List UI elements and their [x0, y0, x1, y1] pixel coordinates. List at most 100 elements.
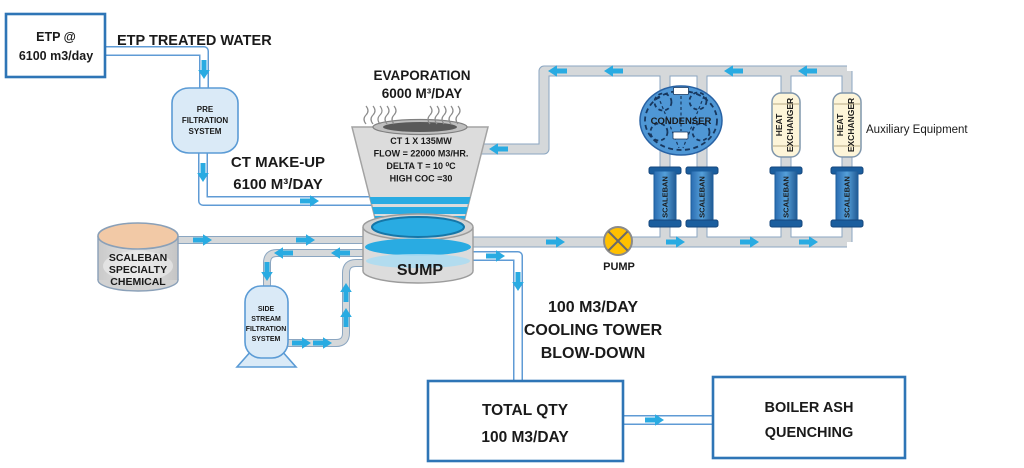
tower-water-stripe-1: [369, 197, 471, 204]
heat-exchanger-2-shell: [832, 92, 862, 158]
condenser-tube-1: [653, 92, 673, 112]
tower-spec-line2: FLOW = 22000 M3/HR.: [374, 149, 469, 159]
sump-tank: SUMP: [362, 213, 474, 284]
etp-source-box: ETP @ 6100 m3/day: [4, 12, 107, 79]
heat-exchanger-1-seams: [773, 103, 799, 147]
scaleban-1-label: SCALEBAN: [661, 176, 670, 218]
blowdown-pipe-core: [472, 252, 522, 382]
evaporation-label-line2: 6000 M³/DAY: [382, 86, 463, 101]
scaleban-4-label: SCALEBAN: [843, 176, 852, 218]
drum-lid: [97, 222, 179, 250]
ct-makeup-label-line1: CT MAKE-UP: [231, 154, 325, 171]
heat-exchanger-2-label-line1: HEAT: [835, 113, 845, 136]
total-qty-box: TOTAL QTY 100 M3/DAY: [426, 379, 625, 463]
ssf-line2: STREAM: [251, 316, 281, 323]
flow-arrow-icon: [261, 262, 273, 281]
pre-filtration-line2: FILTRATION: [182, 116, 229, 125]
scaleban-unit-4: SCALEBAN: [830, 166, 864, 228]
sump-label: SUMP: [397, 262, 444, 279]
scaleban-2-bottom-flange: [685, 219, 719, 228]
etp-box-frame: [4, 12, 107, 79]
ssf-line3: FILTRATION: [246, 326, 287, 333]
tower-top-opening: [383, 122, 457, 132]
etp-treated-water-label: ETP TREATED WATER: [117, 33, 272, 49]
pre-filtration-shell: [171, 87, 239, 154]
condenser-bottom-port: [672, 131, 689, 140]
drum-label-line2: SPECIALTY: [109, 264, 167, 276]
pump-cross: [607, 230, 629, 252]
sump-water-band: [365, 238, 471, 256]
heat-exchanger-1: HEAT EXCHANGER: [771, 92, 801, 158]
boiler-ash-quenching-box: BOILER ASH QUENCHING: [711, 375, 907, 460]
pre-filtration-line3: SYSTEM: [189, 127, 222, 136]
etp-water-pipe-core: [106, 47, 208, 92]
total-qty-line1: TOTAL QTY: [482, 402, 569, 419]
tower-spec-line4: HIGH COC =30: [390, 174, 453, 184]
blowdown-label-line3: BLOW-DOWN: [541, 345, 646, 362]
cooling-tower: CT 1 X 135MW FLOW = 22000 M3/HR. DELTA T…: [351, 105, 489, 223]
blowdown-pipe-edge: [472, 251, 523, 382]
pre-filtration-vessel: PRE FILTRATION SYSTEM: [171, 87, 239, 154]
condenser-tube-4: [691, 122, 711, 142]
auxiliary-equipment-label: Auxiliary Equipment: [866, 124, 968, 136]
total-qty-line2: 100 M3/DAY: [481, 429, 569, 446]
flow-arrow-icon: [296, 234, 315, 246]
pump-icon: [603, 226, 633, 256]
steam-vapor-icon: [363, 105, 461, 125]
hot-return-pipe-core: [473, 66, 847, 154]
etp-water-pipe-edge: [106, 46, 209, 92]
ssf-suction-pipe-edge: [263, 249, 367, 292]
ssf-shell: [244, 285, 289, 359]
ct-makeup-label-line2: 6100 M³/DAY: [233, 176, 323, 193]
flow-arrow-icon: [340, 283, 352, 302]
condenser-tube-3: [649, 122, 669, 142]
ssf-suction-pipe-core: [264, 250, 367, 292]
pre-filtration-line1: PRE: [197, 105, 214, 114]
condenser-tube-2: [688, 91, 708, 111]
drum-label-line3: CHEMICAL: [110, 276, 166, 288]
chemical-drum: SCALEBAN SPECIALTY CHEMICAL: [97, 222, 179, 292]
total-qty-box-frame: [426, 379, 625, 463]
flow-arrow-icon: [274, 247, 293, 259]
sump-body-edges: [362, 227, 474, 271]
boiler-box-frame: [711, 375, 907, 460]
flow-arrow-icon: [313, 337, 332, 349]
scaleban-unit-1: SCALEBAN: [648, 166, 682, 228]
side-stream-filtration-vessel: SIDE STREAM FILTRATION SYSTEM: [235, 285, 298, 368]
boiler-box-line1: BOILER ASH: [765, 400, 854, 416]
blowdown-label-line2: COOLING TOWER: [524, 322, 663, 339]
heat-exchanger-2: HEAT EXCHANGER: [832, 92, 862, 158]
etp-box-line1: ETP @: [36, 30, 76, 44]
cooling-tower-specs: CT 1 X 135MW FLOW = 22000 M3/HR. DELTA T…: [374, 136, 469, 184]
tower-water-stripe-2: [372, 207, 468, 214]
etp-box-line2: 6100 m3/day: [19, 49, 93, 63]
heat-exchanger-1-label-line2: EXCHANGER: [785, 98, 795, 152]
drum-label-line1: SCALEBAN: [109, 252, 167, 264]
condenser-label: CONDENSER: [651, 116, 712, 127]
scaleban-3-bottom-flange: [769, 219, 803, 228]
flow-arrow-icon: [340, 308, 352, 327]
heat-exchanger-1-label-line1: HEAT: [774, 113, 784, 136]
flow-arrow-icon: [331, 247, 350, 259]
condenser-top-port: [673, 87, 689, 95]
ssf-return-pipe-core: [285, 260, 368, 346]
tower-spec-line1: CT 1 X 135MW: [390, 136, 452, 146]
ssf-line1: SIDE: [258, 306, 275, 313]
sump-rim-water: [371, 216, 465, 238]
scaleban-4-bottom-flange: [830, 219, 864, 228]
condenser: CONDENSER: [639, 85, 723, 156]
heat-exchanger-2-seams: [834, 103, 860, 147]
flow-arrow-icon: [292, 337, 311, 349]
scaleban-1-bottom-flange: [648, 219, 682, 228]
scaleban-3-label: SCALEBAN: [782, 176, 791, 218]
pump-label: PUMP: [603, 261, 635, 273]
scaleban-2-label: SCALEBAN: [698, 176, 707, 218]
heat-exchanger-1-shell: [771, 92, 801, 158]
scaleban-unit-3: SCALEBAN: [769, 166, 803, 228]
tower-spec-line3: DELTA T = 10 ⁰C: [386, 161, 456, 171]
sump-water-fade: [366, 254, 470, 268]
heat-exchanger-2-label-line2: EXCHANGER: [846, 98, 856, 152]
drum-sheen: [103, 251, 173, 281]
